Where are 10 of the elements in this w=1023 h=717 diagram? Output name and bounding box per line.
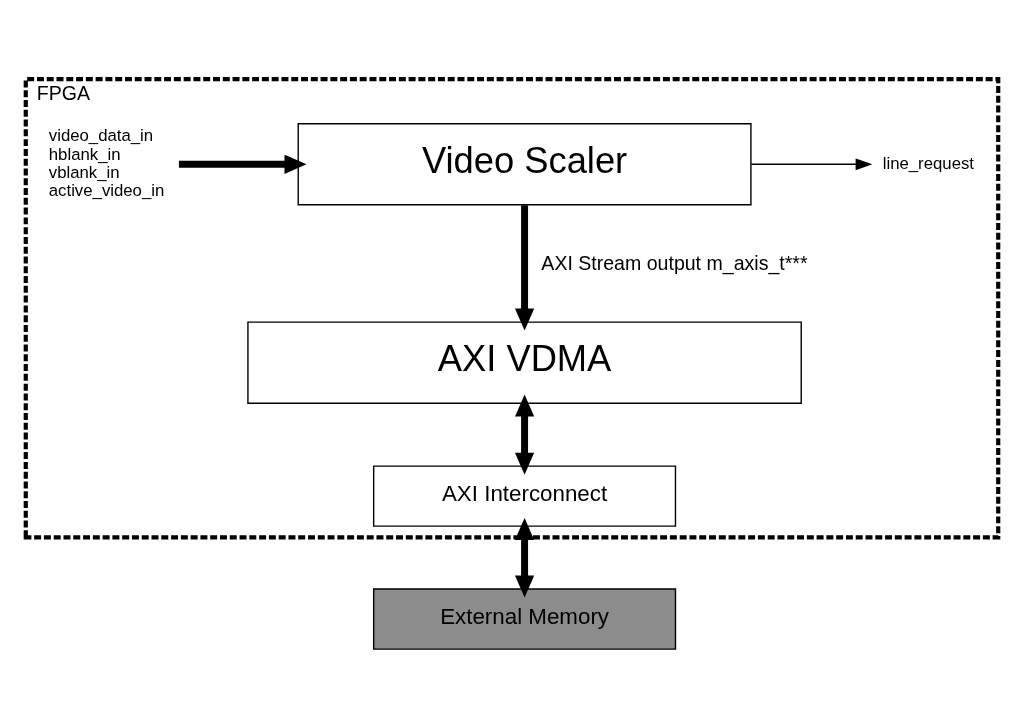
node-box: AXI VDMA bbox=[246, 321, 802, 404]
arrow bbox=[750, 158, 872, 171]
node-box: External Memory bbox=[372, 588, 676, 650]
node-box: Video Scaler bbox=[297, 123, 752, 206]
node-text: line_request bbox=[882, 153, 974, 173]
node-box: AXI Interconnect bbox=[372, 465, 676, 527]
node-text: video_data_in hblank_in vblank_in active_video_in bbox=[48, 126, 164, 200]
arrow bbox=[514, 517, 534, 598]
edge-label: AXI Stream output m_axis_t*** bbox=[540, 252, 808, 275]
arrow bbox=[514, 394, 534, 475]
